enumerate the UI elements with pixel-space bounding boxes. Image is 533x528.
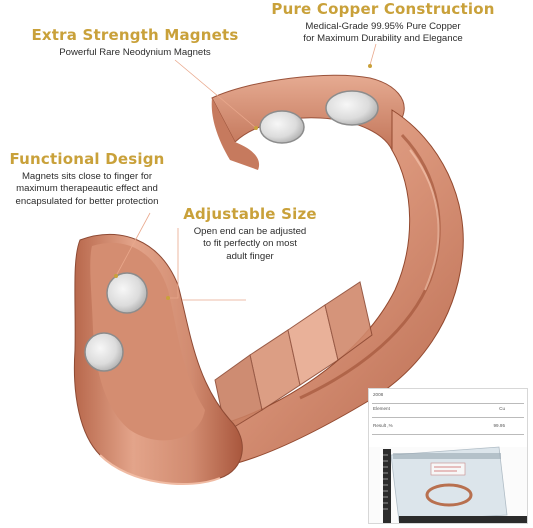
magnet-lower-1 [106,272,148,314]
callout-pure-copper: Pure Copper Construction Medical-Grade 9… [258,0,508,46]
callout-adjustable-size: Adjustable Size Open end can be adjusted… [180,205,320,263]
callout-desc: Magnets sits close to finger for maximum… [4,171,170,208]
callout-functional-design: Functional Design Magnets sits close to … [4,150,170,208]
magnet-upper-1 [259,110,305,144]
callout-title: Adjustable Size [183,205,317,223]
desc-line: encapsulated for better protection [15,195,159,207]
desc-line: Medical-Grade 99.95% Pure Copper [305,21,461,32]
element-value: Cu [499,406,505,411]
callout-desc: Medical-Grade 99.95% Pure Copper for Max… [258,21,508,46]
desc-line: to fit perfectly on most [203,238,297,250]
desc-line: adult finger [226,250,274,262]
callout-desc: Open end can be adjusted to fit perfectl… [180,226,320,263]
callout-title: Functional Design [9,150,165,168]
certificate-result-row: Result ,% 99.95 [373,423,523,428]
element-label: Element [373,406,390,411]
magnet-upper-2 [325,90,379,126]
result-value: 99.95 [493,423,506,428]
certificate-document: 2008 Element Cu Result ,% 99.95 [369,389,527,447]
result-label: Result ,% [373,423,393,428]
certificate-element-row: Element Cu [373,406,523,411]
certificate-code: 2008 [373,392,384,397]
desc-line: Magnets sits close to finger for [21,171,153,182]
magnet-lower-2 [84,332,124,372]
desc-line: Open end can be adjusted [193,226,307,237]
callout-extra-strength-magnets: Extra Strength Magnets Powerful Rare Neo… [20,26,250,59]
desc-line: maximum therapeautic effect and [16,183,158,195]
callout-desc: Powerful Rare Neodynium Magnets [20,47,250,59]
copper-purity-certificate-image: 2008 Element Cu Result ,% 99.95 [368,388,528,524]
callout-title: Extra Strength Magnets [31,26,239,44]
bagged-ring-photo [383,446,527,523]
desc-line: for Maximum Durability and Elegance [303,33,463,45]
desc-line: Powerful Rare Neodynium Magnets [59,47,211,58]
callout-title: Pure Copper Construction [271,0,495,18]
